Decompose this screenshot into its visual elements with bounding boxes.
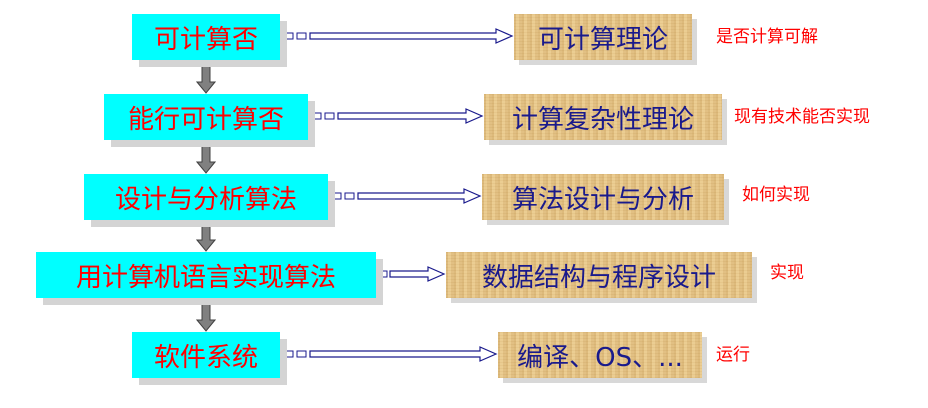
note-row-3: 如何实现: [742, 185, 810, 205]
right-arrow-5: [285, 346, 498, 362]
right-arrow-4: [381, 266, 446, 282]
down-arrow-3: [196, 220, 216, 252]
note-row-4: 实现: [770, 263, 804, 283]
right-box-compilers-os: 编译、OS、...: [498, 332, 702, 378]
left-box-effective-computability: 能行可计算否: [104, 94, 308, 140]
left-box-implement-language: 用计算机语言实现算法: [36, 252, 376, 298]
right-box-complexity-theory: 计算复杂性理论: [484, 94, 722, 140]
right-box-data-structures: 数据结构与程序设计: [446, 252, 752, 298]
right-arrow-3: [333, 188, 482, 204]
right-arrow-1: [285, 28, 514, 44]
note-row-1: 是否计算可解: [716, 27, 818, 47]
left-box-software-system: 软件系统: [132, 332, 280, 378]
down-arrow-1: [196, 60, 216, 94]
left-box-design-analysis: 设计与分析算法: [84, 174, 328, 220]
note-row-5: 运行: [716, 345, 750, 365]
down-arrow-4: [196, 298, 216, 332]
right-box-computability-theory: 可计算理论: [514, 14, 692, 60]
down-arrow-2: [196, 140, 216, 174]
note-row-2: 现有技术能否实现: [734, 107, 870, 127]
right-box-algorithm-design: 算法设计与分析: [482, 174, 724, 220]
left-box-computability: 可计算否: [132, 14, 280, 60]
right-arrow-2: [313, 108, 484, 124]
